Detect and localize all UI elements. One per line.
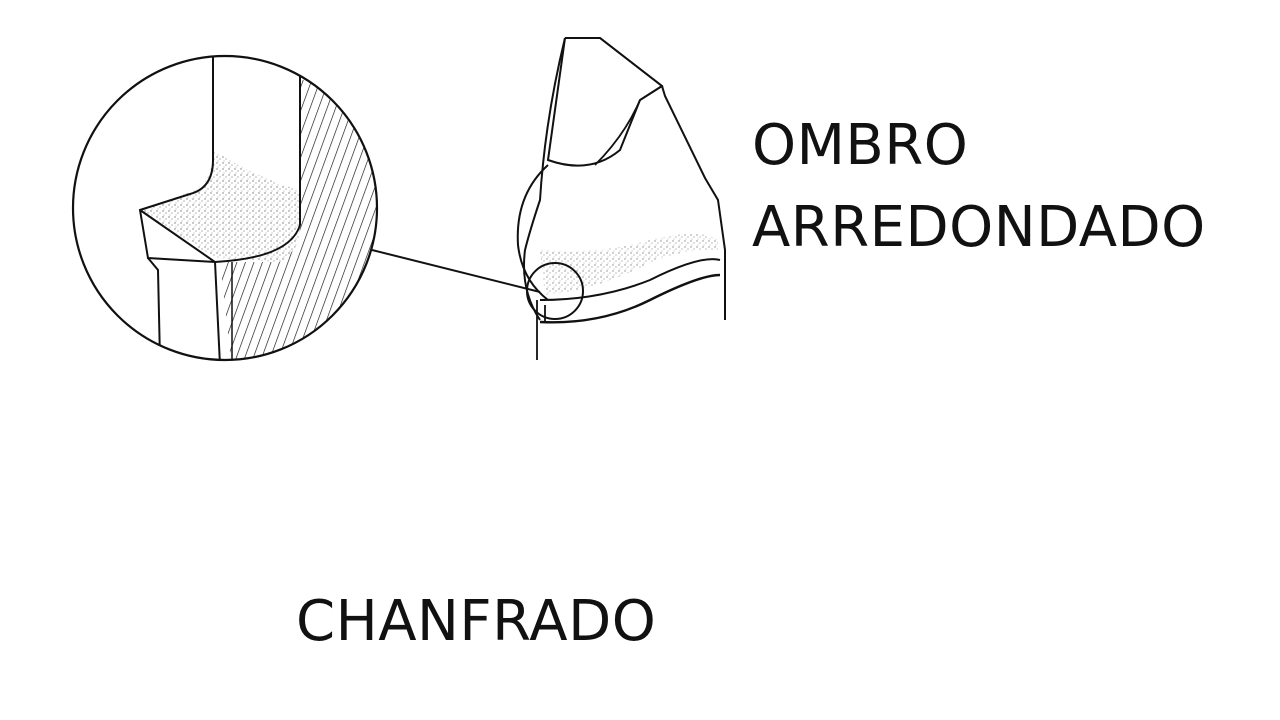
chamfer-label: CHANFRADO [296,589,657,654]
rounded-shoulder-magnified-view [71,54,379,362]
rounded-shoulder-outline-root [147,257,161,360]
incisor-gingival-margin [539,273,721,324]
incisor-finish-line-stipple [540,234,718,295]
incisor-incisal-edge [594,37,664,166]
rounded-shoulder-stipple [140,150,300,262]
incisor-finish-line [539,258,721,301]
incisor-cervical-bulge [516,164,549,301]
incisor-facet [546,37,663,167]
incisor-detail-circle [526,262,584,320]
incisor-root [536,300,546,360]
rounded-shoulder-figure [71,37,726,362]
incisor-tooth [516,37,726,360]
rounded-shoulder-leader-line [371,249,541,293]
rounded-shoulder-magnifier-circle [71,54,379,362]
rounded-shoulder-outline-step [139,209,221,360]
rounded-shoulder-label-line-2: ARREDONDADO [752,195,1206,260]
incisor-labial-surface [523,37,566,321]
rounded-shoulder-label-line-1: OMBRO [752,113,969,178]
